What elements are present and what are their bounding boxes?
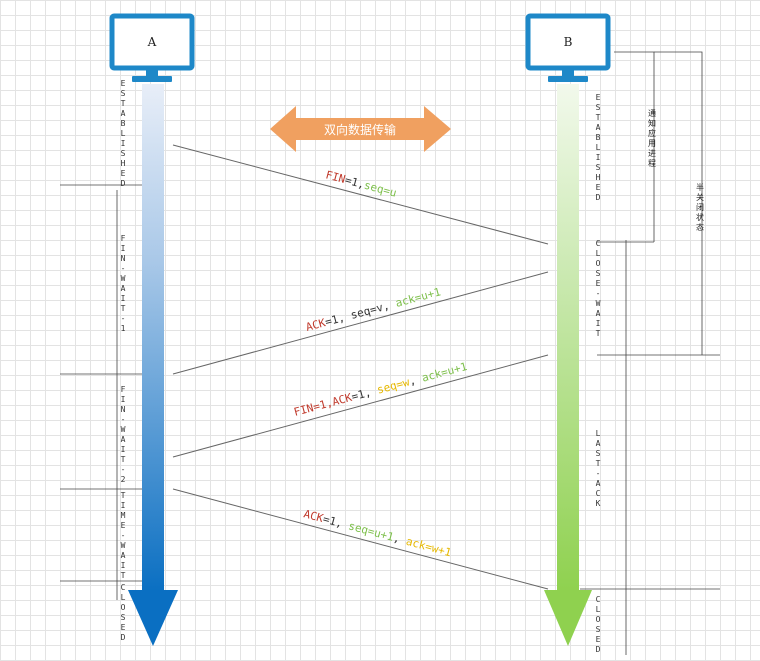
message-line-fin-a	[172, 144, 549, 245]
message-label-part: ,	[408, 372, 424, 388]
notify-app-note: 通知应用进程	[648, 108, 656, 168]
timeline-a-arrow	[128, 84, 178, 646]
message-label-fin-ack-seq-w: FIN=1,ACK=1, seq=w, ack=u+1	[292, 360, 468, 419]
host-b-monitor-icon: B	[525, 13, 611, 82]
host-a-label: A	[147, 35, 157, 49]
bidirectional-data-transfer-banner: 双向数据传输	[270, 106, 451, 152]
host-b-label: B	[564, 35, 573, 49]
message-label-part: =1, seq=v,	[324, 297, 398, 328]
message-label-part: ack=w+1	[405, 535, 453, 560]
banner-label: 双向数据传输	[324, 122, 396, 137]
timeline-b-arrow	[544, 84, 592, 646]
message-label-part: =1,	[350, 384, 379, 403]
message-label-part: seq=u+1	[347, 519, 395, 544]
half-closed-note: 半关闭状态	[696, 182, 704, 232]
message-label-part: ACK	[302, 507, 325, 525]
message-line-ack-b	[172, 271, 549, 375]
message-label-part: ack=u+1	[420, 360, 468, 385]
message-label-part: =1,	[321, 512, 350, 531]
message-label-part: FIN	[324, 168, 347, 186]
message-label-part: ,	[392, 531, 408, 547]
message-label-part: ack=u+1	[394, 285, 442, 310]
message-label-part: =1,	[343, 173, 366, 191]
message-label-ack-seq-v: ACK=1, seq=v, ack=u+1	[304, 285, 442, 334]
host-a-monitor-icon: A	[109, 13, 195, 82]
message-label-part: FIN=1,ACK	[292, 391, 353, 419]
half-closed-bracket	[654, 51, 703, 355]
message-label-part: ACK	[304, 316, 327, 334]
message-line-ack-a	[172, 488, 549, 590]
message-line-fin-ack-b	[172, 354, 549, 458]
message-label-ack-seq-u-plus-1: ACK=1, seq=u+1, ack=w+1	[302, 507, 453, 559]
